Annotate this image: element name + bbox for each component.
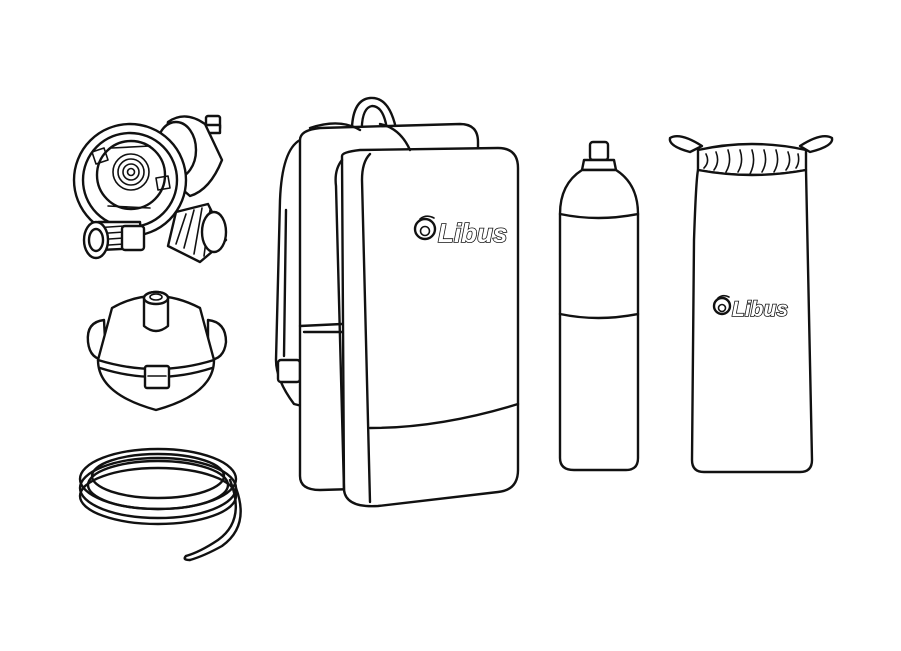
bag-brand-text: Libus	[732, 298, 788, 321]
oxygen-mask-icon	[86, 290, 228, 412]
coiled-tube-icon	[78, 447, 242, 562]
bag-logo: Libus	[712, 294, 789, 322]
oxygen-regulator-icon	[72, 114, 228, 264]
backpack-logo: Libus	[413, 215, 508, 249]
oxygen-cylinder-icon	[558, 140, 640, 472]
backpack-brand-text: Libus	[438, 218, 507, 248]
backpack-icon: Libus	[274, 96, 520, 508]
drawstring-bag-icon: Libus	[668, 135, 834, 474]
